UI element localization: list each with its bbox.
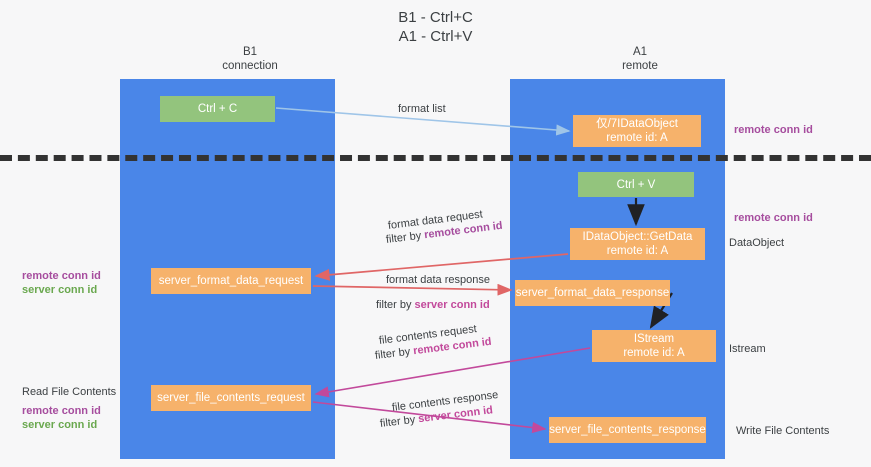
node-server-format-data-response[interactable]: server_format_data_response [515,280,670,306]
right-annotation-top-remote-conn-id: remote conn id [734,124,813,136]
node-ctrl-c[interactable]: Ctrl + C [160,96,275,122]
filter-prefix: filter by [376,299,415,311]
edge-label-format-list: format list [398,103,446,115]
filter-prefix: filter by [385,229,425,246]
left-annotation-file-remote-conn-id: remote conn id [22,405,101,417]
node-idataobject-getdata[interactable]: IDataObject::GetData remote id: A [570,228,705,260]
phase-divider [0,155,871,161]
left-annotation-read-file-contents: Read File Contents [22,386,117,398]
edge-label-format-data-response: format data response [386,274,490,286]
node-server-file-contents-response[interactable]: server_file_contents_response [549,417,706,443]
node-idataobject[interactable]: 仅/7IDataObject remote id: A [573,115,701,147]
filter-key-server-conn-id: server conn id [414,299,490,311]
diagram-title: B1 - Ctrl+C A1 - Ctrl+V [398,9,473,45]
filter-prefix: filter by [379,413,419,430]
edge-label-format-data-response-filter: filter by server conn id [376,298,490,312]
right-annotation-dataobject: DataObject [729,237,785,249]
node-server-format-data-request[interactable]: server_format_data_request [151,268,311,294]
node-ctrl-v[interactable]: Ctrl + V [578,172,694,197]
right-annotation-mid-remote-conn-id: remote conn id [734,212,813,224]
right-annotation-istream: Istream [729,343,766,355]
lane-header-a1: A1 remote [622,46,658,72]
lane-header-b1: B1 connection [222,46,278,72]
filter-prefix: filter by [374,345,414,362]
left-annotation-file-server-conn-id: server conn id [22,419,98,431]
left-annotation-remote-conn-id: remote conn id [22,270,101,282]
node-server-file-contents-request[interactable]: server_file_contents_request [151,385,311,411]
node-istream[interactable]: IStream remote id: A [592,330,716,362]
right-annotation-write-file-contents: Write File Contents [736,425,830,437]
left-annotation-server-conn-id: server conn id [22,284,98,296]
